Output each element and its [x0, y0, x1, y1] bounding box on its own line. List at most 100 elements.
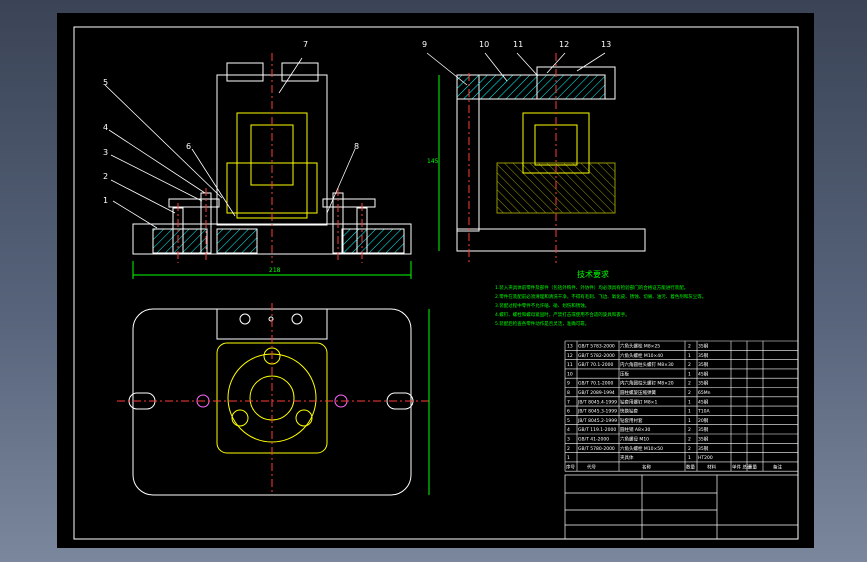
- balloon-10: 10: [479, 40, 489, 49]
- title-block: [564, 474, 799, 540]
- bom-material: 35钢: [698, 445, 709, 452]
- front-clamp-right: [322, 198, 376, 208]
- bom-code: GB/T 41-2000: [578, 437, 609, 443]
- bom-no: 7: [567, 399, 570, 405]
- bom-qty: 2: [688, 437, 691, 443]
- bom-qty: 1: [688, 455, 691, 461]
- bom-code: GB/T 5780-2000: [578, 446, 615, 452]
- side-balloon-labels: 9 10 11 12 13: [422, 40, 611, 49]
- side-clamp: [536, 66, 616, 100]
- drawing-border: [73, 26, 799, 540]
- bom-name: 钻套用螺钉 M8×1: [620, 398, 657, 405]
- front-balloon-labels: 1 2 3 4 5 6 7 8: [103, 40, 359, 205]
- bom-qty: 2: [688, 446, 691, 452]
- bom-qty: 2: [688, 390, 691, 396]
- tech-note-3: 3.装配过程中零件不允许磕、碰、划伤和锈蚀。: [495, 302, 589, 309]
- tech-note-2: 2.零件在装配前必须清理和清洗干净，不得有毛刺、飞边、氧化皮、锈蚀、切屑、油污、…: [495, 293, 706, 300]
- bom-no: 3: [567, 437, 570, 443]
- bom-code: GB/T 119.1-2000: [578, 427, 616, 433]
- bom-no: 11: [567, 362, 573, 368]
- bom-code: GB/T 5782-2000: [578, 353, 615, 359]
- front-column-top-left: [226, 62, 264, 82]
- front-base-hatch-right: [341, 228, 405, 254]
- cad-viewport[interactable]: 218 1 2 3 4 5 6 7 8: [57, 13, 814, 548]
- bom-qty: 1: [688, 371, 691, 377]
- bom-no: 5: [567, 418, 570, 424]
- bom-header-no: 序号: [566, 463, 575, 470]
- bom-code: GB/T 70.1-2000: [578, 381, 614, 387]
- bom-name: 夹具体: [620, 454, 634, 461]
- balloon-11: 11: [513, 40, 523, 49]
- bom-material: 45钢: [698, 398, 709, 405]
- tech-note-1: 1.装入夹具体前零件及部件（包括外购件、外协件）均必须具有检验部门的合格证方能进…: [495, 284, 688, 291]
- bom-material: T10A: [697, 409, 710, 415]
- balloon-13: 13: [601, 40, 611, 49]
- bom-name: 六角头螺栓 M10×50: [620, 445, 663, 452]
- balloon-6: 6: [186, 142, 191, 151]
- side-height-dim: 145: [427, 158, 439, 165]
- bom-name: 六角头螺栓 M8×25: [620, 343, 660, 350]
- balloon-9: 9: [422, 40, 427, 49]
- bom-no: 9: [567, 381, 570, 387]
- front-column-top-right: [281, 62, 319, 82]
- top-bore-inner: [249, 375, 295, 421]
- bom-header-name: 名称: [642, 463, 651, 470]
- balloon-3: 3: [103, 148, 108, 157]
- bom-material: 45钢: [698, 370, 709, 377]
- bom-material: 35钢: [698, 361, 709, 368]
- bom-material: 35钢: [698, 352, 709, 359]
- bom-qty: 2: [688, 427, 691, 433]
- balloon-1: 1: [103, 196, 108, 205]
- front-base-hatch-left: [152, 228, 208, 254]
- bom-material: 35钢: [698, 436, 709, 443]
- bom-code: GB/T 2089-1994: [578, 390, 615, 396]
- bom-material: 35钢: [698, 426, 709, 433]
- tech-note-4: 4.螺钉、螺栓和螺母紧固时，严禁打击或使用不合适的旋具和扳手。: [495, 311, 630, 318]
- front-view: [132, 53, 412, 279]
- bom-qty: 2: [688, 362, 691, 368]
- bom-no: 6: [567, 409, 570, 415]
- side-top-arm: [456, 74, 606, 100]
- bom-qty: 2: [688, 344, 691, 350]
- fixture-assembly-drawing: 218 1 2 3 4 5 6 7 8: [73, 26, 799, 540]
- tech-notes: 1.装入夹具体前零件及部件（包括外购件、外协件）均必须具有检验部门的合格证方能进…: [495, 284, 706, 327]
- balloon-2: 2: [103, 172, 108, 181]
- bom-no: 4: [567, 427, 570, 433]
- bom-qty: 1: [688, 353, 691, 359]
- bom-code: JB/T 8045.2-1999: [577, 418, 617, 424]
- bom-header-note: 备注: [773, 463, 782, 470]
- bom-code: GB/T 70.1-2000: [578, 362, 614, 368]
- bom-header-material: 材料: [707, 463, 716, 470]
- bom-no: 10: [567, 371, 573, 377]
- bom-qty: 1: [688, 409, 691, 415]
- front-width-dim: 218: [269, 267, 281, 274]
- balloon-7: 7: [303, 40, 308, 49]
- bom-name: 快换钻套: [620, 408, 638, 415]
- bom-name: 内六角圆柱头螺钉 M8×20: [620, 380, 674, 387]
- bom-name: 六角螺母 M10: [620, 436, 649, 443]
- balloon-5: 5: [103, 78, 108, 87]
- bom-no: 8: [567, 390, 570, 396]
- bom-no: 2: [567, 446, 570, 452]
- bom-header-code: 代号: [587, 463, 596, 470]
- top-view: [117, 303, 430, 496]
- bom-name: 压板: [620, 370, 629, 377]
- front-clamp-left: [168, 198, 220, 208]
- bom-name: 圆柱销 A8×30: [620, 426, 651, 433]
- side-view: [438, 53, 646, 263]
- bom-no: 1: [567, 455, 570, 461]
- side-base: [456, 228, 646, 252]
- balloon-4: 4: [103, 123, 108, 132]
- bom-name: 钻套用衬套: [620, 417, 643, 424]
- bom-qty: 1: [688, 418, 691, 424]
- bom-header-qty: 数量: [686, 463, 695, 470]
- tech-title: 技术要求: [577, 269, 609, 279]
- bom-material: 65Mn: [698, 390, 711, 396]
- bom-code: GB/T 5783-2000: [578, 344, 615, 350]
- bom-header-unit: 单件 总计: [732, 463, 752, 470]
- bom-code: JB/T 8045.3-1999: [577, 409, 617, 415]
- bom-no: 12: [567, 353, 573, 359]
- tech-note-5: 5.装配后检查各零件动作是否灵活，准确可靠。: [495, 320, 589, 327]
- bom-name: 圆柱螺旋压缩弹簧: [620, 389, 656, 396]
- balloon-12: 12: [559, 40, 569, 49]
